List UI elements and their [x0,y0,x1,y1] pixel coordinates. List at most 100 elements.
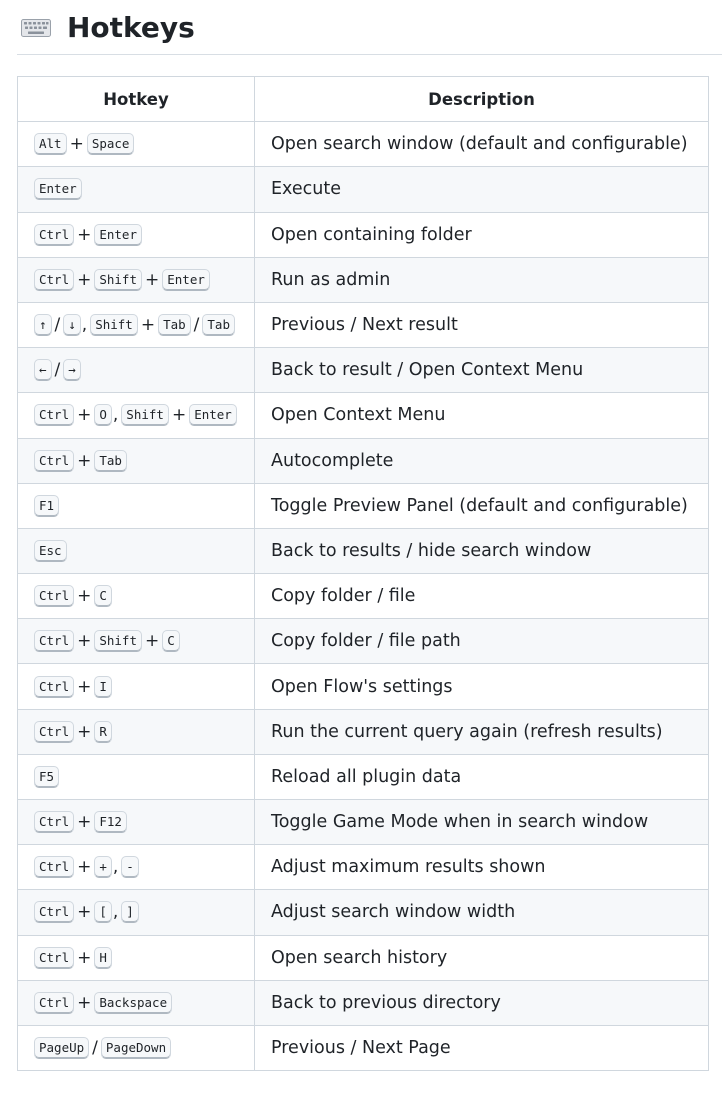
key-separator: + [77,586,92,607]
key-cap: Ctrl [34,675,75,698]
key-cap: Ctrl [34,585,75,608]
key-cap: ] [121,901,139,924]
key-separator: + [77,405,92,426]
description-cell: Execute [254,166,709,213]
table-row: Esc Back to results / hide search window [17,527,709,575]
description-cell: Reload all plugin data [254,753,709,801]
description-cell: Open search history [254,934,709,981]
key-separator: + [77,269,92,290]
key-cap: Ctrl [34,449,75,472]
key-cap: Shift [90,314,138,337]
key-cap: ← [34,359,52,382]
description-cell: Run as admin [254,256,709,303]
key-separator: , [112,902,119,923]
key-separator: / [54,315,61,336]
key-separator: + [77,857,92,878]
key-cap: Ctrl [34,223,75,246]
table-header-row: Hotkey Description [17,75,709,123]
page-title: Hotkeys [67,11,195,44]
key-separator: , [112,857,119,878]
description-cell: Back to results / hide search window [254,527,709,575]
key-cap: Enter [34,178,82,201]
description-cell: Toggle Game Mode when in search window [254,798,709,846]
description-cell: Back to previous directory [254,979,709,1026]
key-cap: Shift [94,268,142,291]
hotkey-cell: Ctrl+Tab [17,437,255,484]
key-separator: + [77,450,92,471]
key-cap: Ctrl [34,991,75,1014]
hotkey-cell: Alt+Space [17,121,255,168]
key-separator: + [77,721,92,742]
key-cap: Tab [94,449,127,472]
column-header-description: Description [254,75,709,123]
hotkey-cell: Ctrl+H [17,934,255,981]
key-cap: H [94,946,112,969]
heading-divider [17,54,722,55]
key-cap: ↑ [34,314,52,337]
key-cap: Shift [121,404,169,427]
key-cap: - [121,856,139,879]
hotkey-cell: Ctrl+Shift+C [17,618,255,665]
hotkey-cell: Enter [17,166,255,213]
key-cap: Shift [94,630,142,653]
key-cap: I [94,675,112,698]
description-cell: Previous / Next Page [254,1024,709,1072]
key-cap: [ [94,901,112,924]
description-cell: Toggle Preview Panel (default and config… [254,482,709,529]
table-row: Enter Execute [17,166,709,213]
key-cap: F12 [94,811,127,834]
key-separator: + [140,315,156,336]
hotkey-cell: Ctrl+Shift+Enter [17,256,255,303]
keyboard-icon [21,19,51,37]
description-cell: Previous / Next result [254,301,709,349]
key-cap: Ctrl [34,901,75,924]
key-separator: + [69,134,84,155]
hotkey-cell: Ctrl+F12 [17,798,255,846]
hotkey-cell: F5 [17,753,255,801]
key-cap: Tab [158,314,191,337]
key-cap: Esc [34,539,67,562]
page-heading: Hotkeys [21,10,195,46]
column-header-hotkey: Hotkey [17,75,255,123]
key-cap: C [162,630,180,653]
key-cap: Enter [162,268,210,291]
hotkey-cell: Ctrl+R [17,708,255,755]
key-cap: PageDown [100,1037,172,1060]
key-cap: Ctrl [34,946,75,969]
key-separator: + [77,947,92,968]
description-cell: Open Context Menu [254,392,709,439]
key-cap: O [94,404,112,427]
hotkey-cell: Ctrl+Backspace [17,979,255,1026]
key-cap: R [94,720,112,743]
key-cap: Ctrl [34,720,75,743]
key-cap: Ctrl [34,268,75,291]
description-cell: Autocomplete [254,437,709,484]
key-cap: ↓ [63,314,81,337]
key-separator: + [145,269,160,290]
key-cap: C [94,585,112,608]
key-separator: / [54,360,61,381]
description-cell: Back to result / Open Context Menu [254,347,709,394]
hotkey-cell: ←/→ [17,347,255,394]
key-cap: Ctrl [34,811,75,834]
key-cap: Backspace [94,991,173,1014]
hotkey-cell: ↑/↓,Shift+Tab/Tab [17,301,255,349]
key-separator: + [77,631,92,652]
key-cap: → [63,359,81,382]
key-separator: + [171,405,187,426]
hotkey-cell: F1 [17,482,255,529]
table-row: Ctrl++,-Adjust maximum results shown [17,844,709,891]
